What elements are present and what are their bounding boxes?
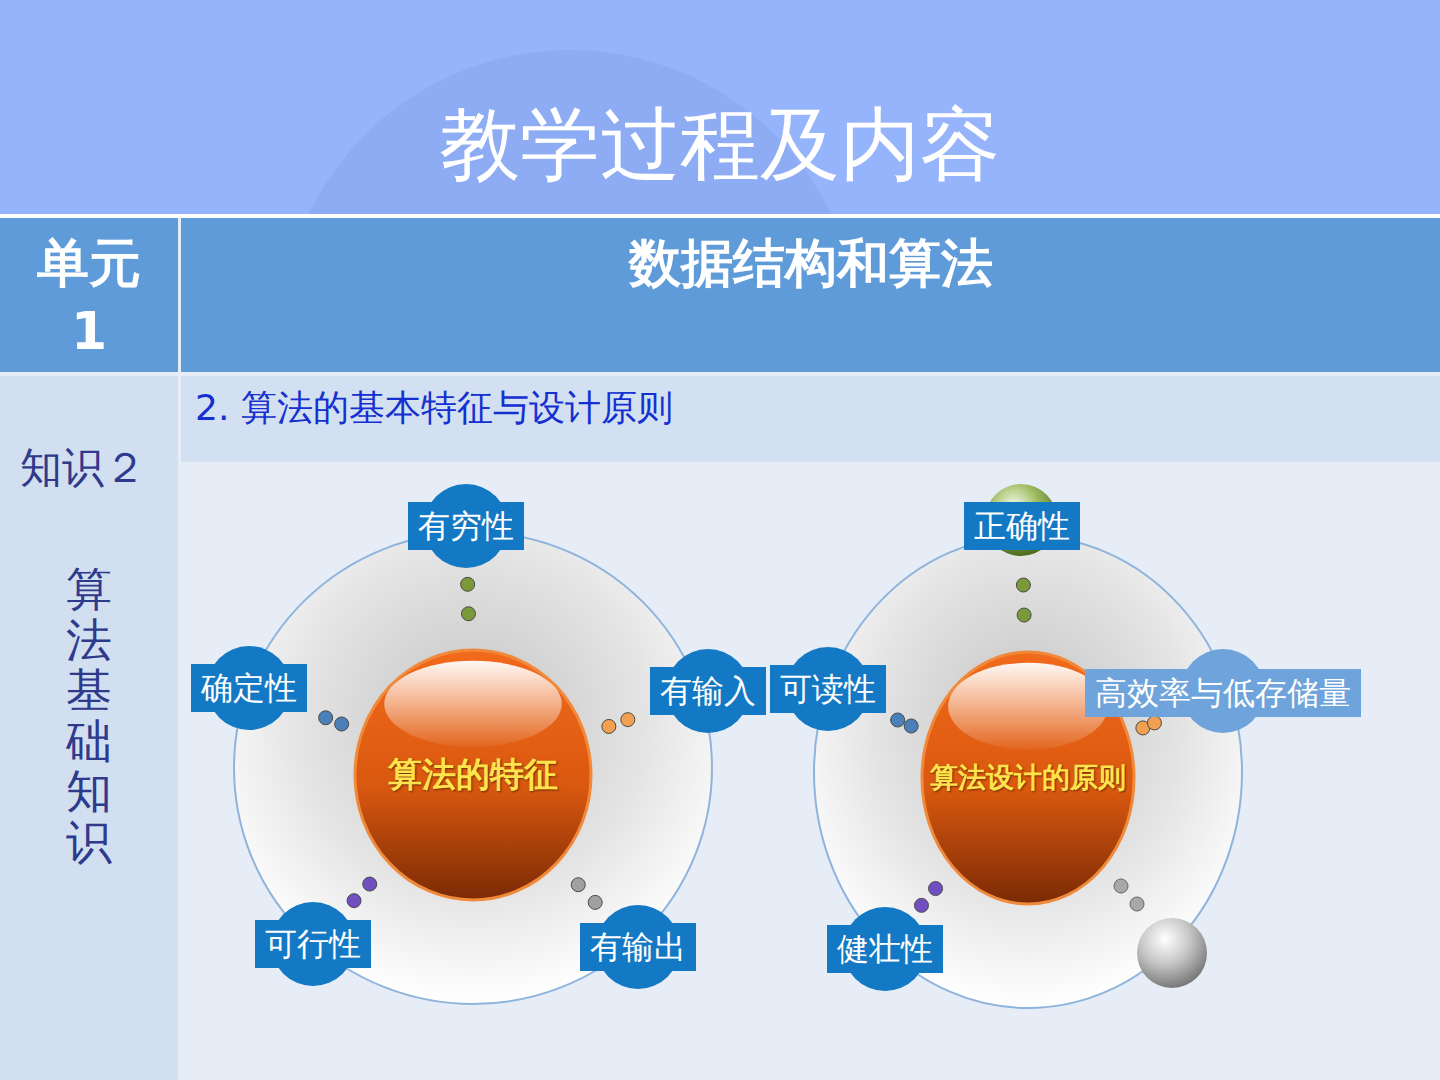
feature-label: 高效率与低存储量	[1085, 669, 1361, 717]
feature-text: 高效率与低存储量	[1095, 672, 1351, 714]
feature-text: 可行性	[265, 923, 361, 965]
feature-text: 有输出	[590, 926, 686, 968]
feature-label: 有输出	[580, 923, 696, 971]
header-text: 单元 1	[26, 230, 152, 365]
center-sphere: 算法的特征	[353, 648, 593, 902]
connector-dot	[347, 894, 361, 908]
outer-ring	[814, 536, 1242, 1008]
connector-dot	[588, 895, 602, 909]
vertical-title: 算法基础知识	[66, 564, 112, 868]
slide-title: 教学过程及内容	[0, 95, 1440, 195]
dotted-connector	[461, 577, 476, 620]
connector-dot	[335, 717, 349, 731]
connector-dot	[1016, 578, 1030, 592]
feature-label: 有穷性	[408, 502, 524, 550]
connector-dot	[621, 713, 635, 727]
dot	[1130, 897, 1144, 911]
feature-label: 可行性	[255, 920, 371, 968]
dotted-connector	[319, 711, 349, 731]
connector-dot	[571, 878, 585, 892]
dotted-connector	[914, 882, 942, 913]
connector-dot	[914, 898, 928, 912]
connector-dot	[461, 607, 475, 621]
subheader-text: 2. 算法的基本特征与设计原则	[195, 386, 673, 430]
connector-dot	[904, 719, 918, 733]
title-band	[0, 0, 1440, 214]
connector-dot	[1147, 716, 1161, 730]
feature-label: 健壮性	[827, 925, 943, 973]
connector-dot	[1017, 608, 1031, 622]
connector-dot	[319, 711, 333, 725]
label-discs	[207, 484, 927, 991]
dotted-connector	[1016, 578, 1031, 622]
dotted-connector	[571, 878, 602, 910]
connector-dot	[602, 719, 616, 733]
sphere-text: 算法设计的原则	[930, 759, 1126, 797]
feature-label: 有输入	[650, 667, 766, 715]
connector-dot	[461, 577, 475, 591]
dotted-connector	[347, 877, 377, 908]
header-text: 数据结构和算法	[191, 230, 1430, 298]
connector-dot	[891, 713, 905, 727]
content-panel	[181, 466, 1440, 1080]
feature-text: 有输入	[660, 670, 756, 712]
outer-ring	[234, 532, 712, 1004]
feature-text: 正确性	[974, 505, 1070, 547]
knowledge-cell: 知识２ 算法基础知识	[0, 376, 178, 1080]
feature-text: 有穷性	[418, 505, 514, 547]
knowledge-label: 知识２	[20, 442, 146, 494]
sphere-text: 算法的特征	[388, 752, 558, 798]
connector-dot	[363, 877, 377, 891]
unit-title-cell: 数据结构和算法	[181, 218, 1440, 372]
dotted-connector	[602, 713, 635, 734]
feature-label: 可读性	[770, 665, 886, 713]
connector-dot	[929, 882, 943, 896]
feature-label: 确定性	[191, 664, 307, 712]
unit-cell: 单元 1	[0, 218, 178, 372]
feature-text: 健壮性	[837, 928, 933, 970]
dot	[1114, 879, 1128, 893]
dotted-connector	[1136, 716, 1162, 735]
feature-label: 正确性	[964, 502, 1080, 550]
grey-sphere	[1137, 918, 1207, 988]
subheader-band: 2. 算法的基本特征与设计原则	[181, 376, 1440, 462]
feature-text: 确定性	[201, 667, 297, 709]
feature-text: 可读性	[780, 668, 876, 710]
dotted-connector	[891, 713, 918, 733]
